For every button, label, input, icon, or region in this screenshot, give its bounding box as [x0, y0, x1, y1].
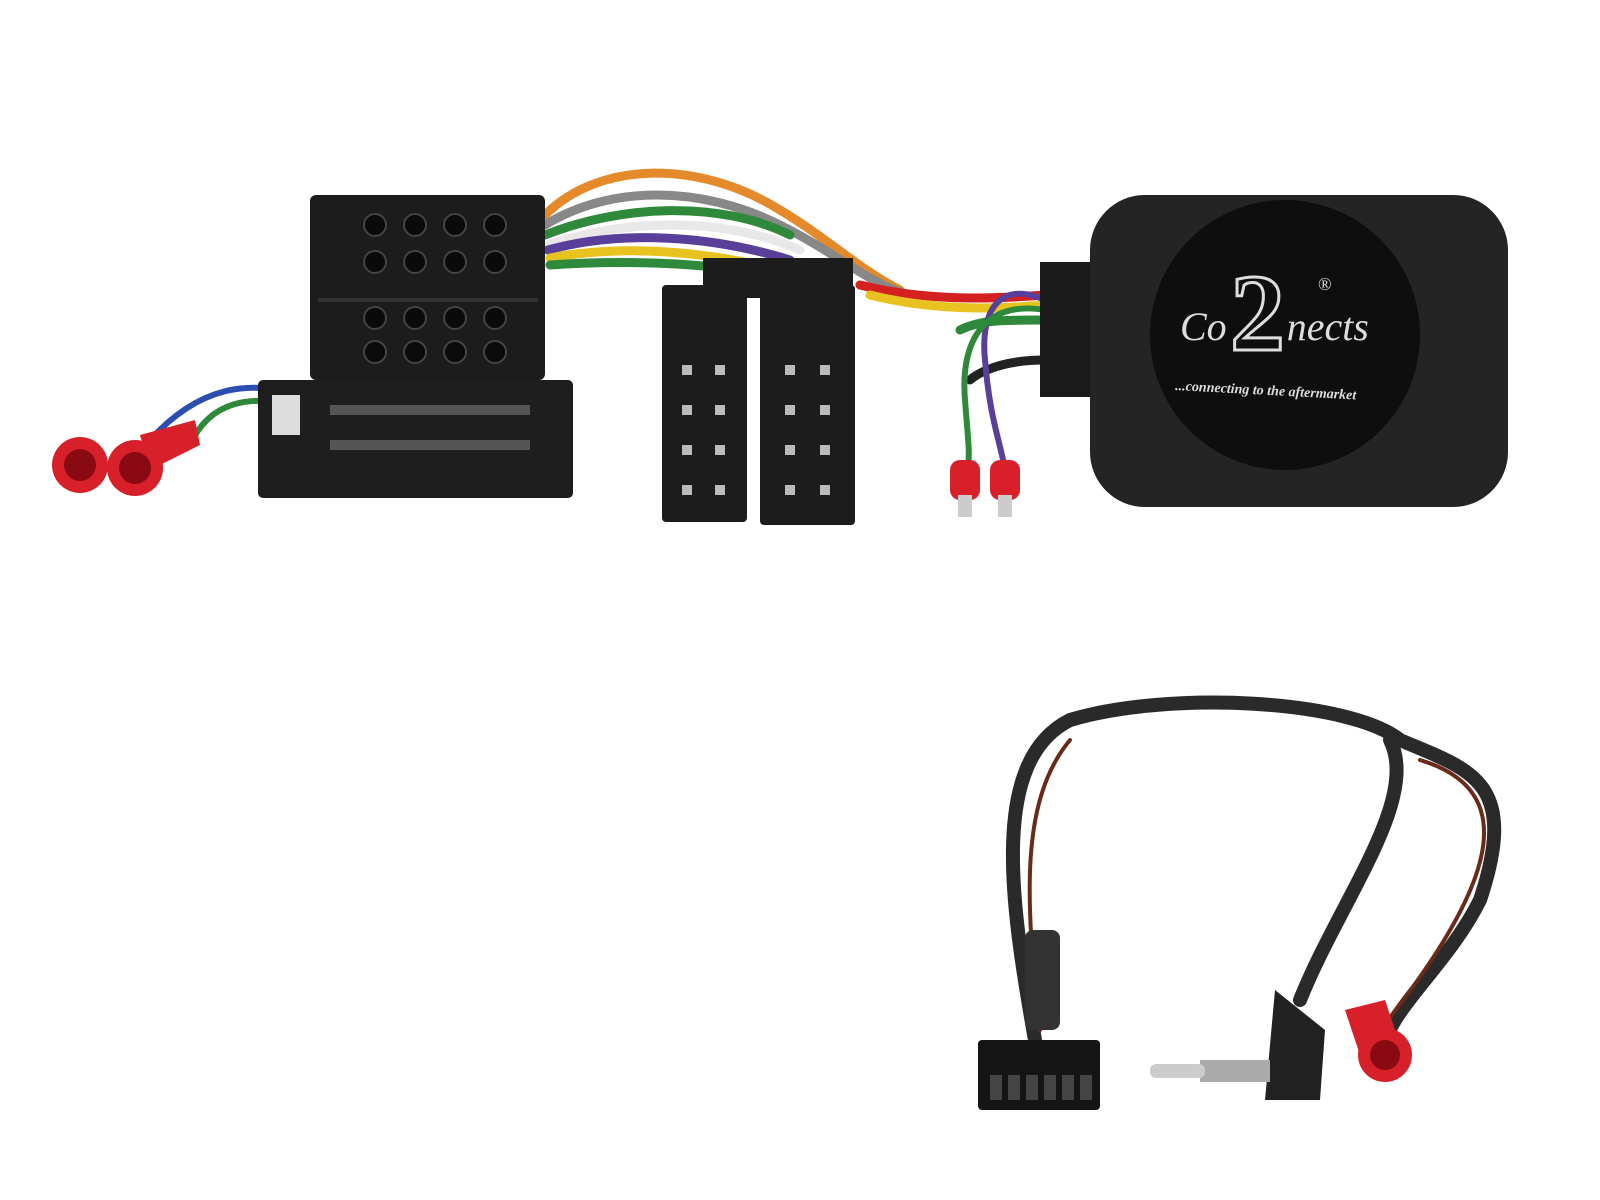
logo-registered: ® [1318, 274, 1332, 294]
bullet-connectors-middle [950, 460, 1020, 517]
steering-cable [1005, 695, 1502, 1047]
quadlock-connector [258, 195, 573, 498]
bullet-connector-lower [1345, 1000, 1412, 1082]
bullet-connectors-left [52, 420, 200, 496]
wire-bundle [147, 168, 1050, 473]
audio-jack-plug [1150, 990, 1325, 1100]
pin-connector-12 [978, 930, 1100, 1110]
iso-connectors [662, 258, 855, 525]
logo-digit: 2 [1230, 252, 1285, 374]
